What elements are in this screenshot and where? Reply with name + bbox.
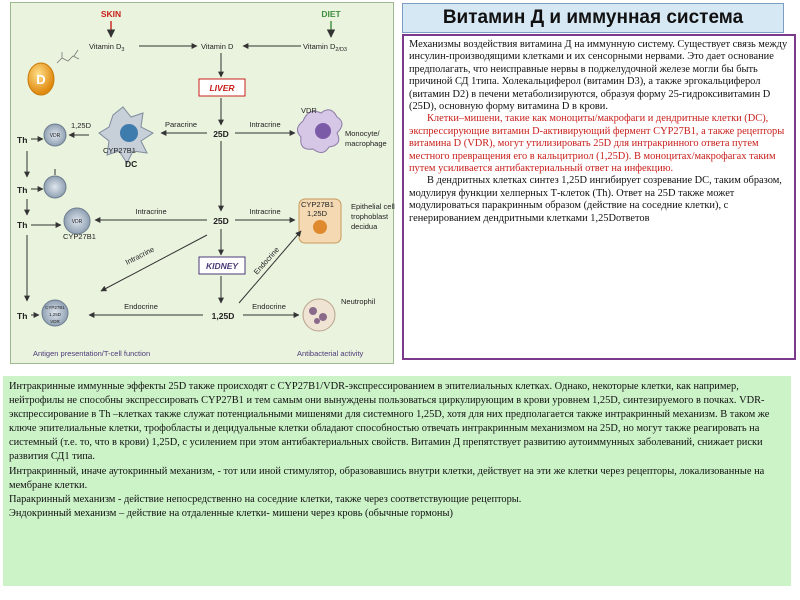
dendritic-cell: [98, 106, 154, 164]
liver-label: LIVER: [209, 83, 235, 93]
paracrine-label: Paracrine: [165, 120, 197, 129]
bottom-paragraph-2: Интракринный, иначе аутокринный механизм…: [9, 465, 765, 491]
dc-label: DC: [125, 159, 137, 169]
vitamin-d-center: Vitamin D: [201, 42, 234, 51]
endocrine-diagonal-arrow: [238, 230, 302, 304]
monocyte-macrophage-cell: [297, 109, 343, 153]
liver-box: [198, 78, 246, 97]
vitamin-d-pathway-diagram: SKIN DIET Vitamin D3 Vitamin D Vitamin D…: [10, 2, 395, 364]
th-label-1: Th: [17, 135, 27, 145]
epithelial-cell: [298, 198, 342, 244]
svg-text:VDR: VDR: [50, 319, 60, 324]
neutrophil-cell: [302, 298, 336, 332]
th-label-2: Th: [17, 185, 27, 195]
svg-text:D: D: [36, 72, 45, 87]
description-paragraph-1: Механизмы воздействия витамина Д на имму…: [409, 39, 788, 113]
description-panel: Механизмы воздействия витамина Д на имму…: [402, 34, 796, 360]
svg-text:CYP27B1: CYP27B1: [63, 232, 96, 241]
diagram-canvas: SKIN DIET Vitamin D3 Vitamin D Vitamin D…: [17, 9, 395, 358]
monocyte-label: Monocyte/: [345, 129, 381, 138]
svg-text:CYP27B1: CYP27B1: [45, 305, 65, 310]
bottom-paragraph-4: Эндокринный механизм – действие на отдал…: [9, 507, 453, 519]
th-cell-1: [43, 123, 67, 147]
intracrine-label-diagonal: Intracrine: [124, 245, 156, 267]
1-25d-label-row1: 1,25D: [71, 121, 92, 130]
description-paragraph-2: Клетки–мишени, такие как моноциты/макроф…: [409, 113, 785, 175]
th-cell-3: [63, 207, 91, 235]
vitamin-d3-left: Vitamin D3: [89, 42, 124, 53]
svg-text:VDR: VDR: [50, 133, 61, 139]
svg-text:1,25D: 1,25D: [49, 312, 62, 317]
svg-text:Intracrine: Intracrine: [249, 207, 280, 216]
svg-text:1,25D: 1,25D: [307, 209, 328, 218]
diet-label: DIET: [321, 9, 341, 19]
bottom-paragraph-1: Интракринные иммунные эффекты 25D также …: [9, 381, 770, 463]
intracrine-diagonal-arrow: [100, 234, 208, 292]
description-paragraph-3: В дендритных клетках синтез 1,25D ингиби…: [409, 175, 782, 224]
bottom-text-panel: Интракринные иммунные эффекты 25D также …: [3, 376, 791, 586]
vitamin-d2d3-right: Vitamin D2/D3: [303, 42, 347, 53]
kidney-label: KIDNEY: [206, 261, 239, 271]
skin-label: SKIN: [101, 9, 121, 19]
1-25d-label-bottom: 1,25D: [212, 311, 235, 321]
th-cell-4: [41, 299, 69, 327]
decidua-label: decidua: [351, 222, 378, 231]
vitamin-d-capsule-icon: D: [27, 49, 80, 96]
intracrine-label-top: Intracrine: [249, 120, 280, 129]
title-box: Витамин Д и иммунная система: [402, 3, 784, 33]
25d-label-top: 25D: [213, 129, 229, 139]
kidney-box: [198, 256, 246, 275]
th-cell-2: [43, 175, 67, 199]
macrophage-label: macrophage: [345, 139, 387, 148]
endocrine-label-right: Endocrine: [252, 302, 286, 311]
page-title: Витамин Д и иммунная система: [442, 7, 744, 28]
svg-text:VDR: VDR: [72, 219, 83, 225]
25d-label-mid: 25D: [213, 216, 229, 226]
svg-text:VDR: VDR: [301, 106, 317, 115]
epithelial-label: Epithelial cell: [351, 202, 395, 211]
bottom-paragraph-3: Паракринный механизм - действие непосред…: [9, 493, 522, 505]
intracrine-label-mid: Intracrine: [135, 207, 166, 216]
trophoblast-label: trophoblast: [351, 212, 389, 221]
neutrophil-label: Neutrophil: [341, 297, 376, 306]
svg-text:CYP27B1: CYP27B1: [301, 200, 334, 209]
endocrine-label-left: Endocrine: [124, 302, 158, 311]
th-label-3: Th: [17, 220, 27, 230]
footer-right-label: Antibacterial activity: [297, 349, 364, 358]
th-label-4: Th: [17, 311, 27, 321]
footer-left-label: Antigen presentation/T-cell function: [33, 349, 150, 358]
cyp27b1-label-dc: CYP27B1: [103, 146, 136, 155]
